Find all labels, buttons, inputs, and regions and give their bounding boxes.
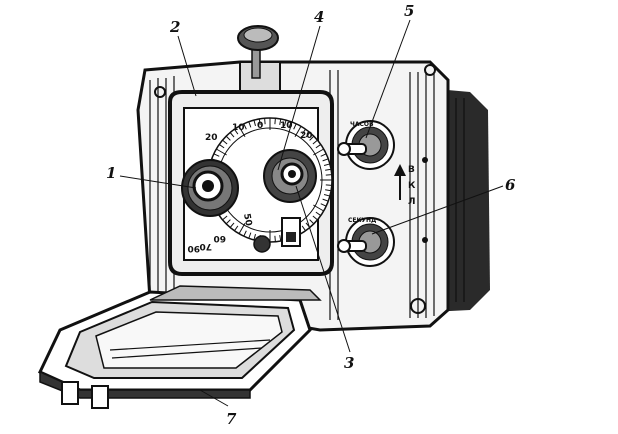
dial-tick bbox=[293, 123, 297, 130]
dial-tick bbox=[305, 132, 311, 138]
dial-tick bbox=[313, 204, 324, 212]
dial-tick bbox=[323, 194, 331, 197]
dial-tick bbox=[229, 132, 235, 138]
left-setting-knob bbox=[181, 159, 239, 217]
dial-tick bbox=[222, 139, 228, 145]
callout-2: 2 bbox=[169, 18, 180, 36]
dial-tick bbox=[279, 118, 282, 125]
leader-lines bbox=[119, 19, 504, 407]
dial-tick bbox=[325, 184, 332, 186]
hours-knob-label: ЧАСОВ bbox=[350, 121, 374, 128]
dial-tick bbox=[312, 215, 318, 221]
dial-tick bbox=[320, 203, 327, 207]
window-latch bbox=[253, 217, 301, 253]
dial-tick bbox=[218, 144, 225, 149]
dial-tick bbox=[274, 235, 276, 242]
dial-tick bbox=[264, 118, 266, 125]
dial-tick bbox=[301, 225, 306, 232]
dial-tick bbox=[229, 222, 235, 228]
dial-number: 10 bbox=[232, 123, 245, 133]
callout-1: 1 bbox=[106, 164, 116, 182]
dial-number: 50 bbox=[241, 213, 253, 227]
dial-tick bbox=[309, 135, 315, 141]
dial-tick bbox=[322, 158, 329, 162]
dial-tick bbox=[213, 153, 220, 157]
dial-tick bbox=[222, 215, 228, 221]
side-letter: Л bbox=[408, 197, 415, 207]
dial-tick bbox=[315, 144, 322, 149]
dial-tick bbox=[238, 223, 246, 234]
hours-knob: ЧАСОВ bbox=[337, 120, 395, 170]
dial-tick bbox=[248, 232, 252, 239]
open-lid bbox=[37, 285, 322, 409]
dial-tick bbox=[325, 174, 332, 176]
dial-tick bbox=[325, 168, 332, 171]
seconds-knob: СЕКУНД bbox=[337, 217, 395, 267]
top-stem-knob bbox=[237, 25, 281, 93]
dial-tick bbox=[253, 119, 256, 127]
dial-tick bbox=[216, 148, 227, 156]
dial-tick bbox=[312, 139, 318, 145]
dial-tick bbox=[322, 198, 329, 202]
dial-number: 90 bbox=[187, 243, 200, 253]
dial-number: 0 bbox=[257, 121, 263, 131]
side-letter: К bbox=[408, 181, 416, 191]
dial-tick bbox=[325, 189, 332, 192]
callout-3: 3 bbox=[344, 354, 354, 372]
callout-5: 5 bbox=[404, 2, 414, 20]
dial-number: 10 bbox=[280, 121, 293, 131]
dial-tick bbox=[225, 135, 231, 141]
seconds-knob-label: СЕКУНД bbox=[348, 217, 376, 224]
direction-arrow bbox=[394, 164, 406, 200]
center-setting-knob bbox=[263, 149, 317, 203]
dial-tick bbox=[243, 230, 247, 237]
dial-tick bbox=[243, 123, 247, 130]
dial-tick bbox=[309, 219, 315, 225]
dial-tick bbox=[315, 211, 322, 216]
dial-tick bbox=[313, 148, 324, 156]
dial-tick bbox=[288, 121, 292, 128]
dial-tick bbox=[284, 119, 287, 127]
dial-tick bbox=[279, 235, 282, 242]
callout-4: 4 bbox=[314, 8, 324, 26]
dial-tick bbox=[294, 126, 302, 137]
dial-tick bbox=[248, 121, 252, 128]
dial-number: 60 bbox=[213, 233, 226, 243]
dial-tick bbox=[225, 219, 231, 225]
dial-tick bbox=[274, 118, 276, 125]
dial-tick bbox=[258, 118, 261, 125]
dial-tick bbox=[301, 128, 306, 135]
dial-number: 20 bbox=[300, 131, 313, 141]
callout-6: 6 bbox=[505, 176, 516, 194]
callout-7: 7 bbox=[226, 410, 237, 428]
dial-tick bbox=[238, 126, 246, 137]
dial-tick bbox=[253, 233, 256, 241]
dial-tick bbox=[234, 225, 239, 232]
dial-tick bbox=[323, 163, 331, 166]
dial-number: 70 bbox=[199, 241, 212, 251]
dial-number: 20 bbox=[205, 133, 218, 143]
dial-tick bbox=[234, 128, 239, 135]
side-letter: В bbox=[408, 165, 415, 175]
dial-tick bbox=[320, 153, 327, 157]
